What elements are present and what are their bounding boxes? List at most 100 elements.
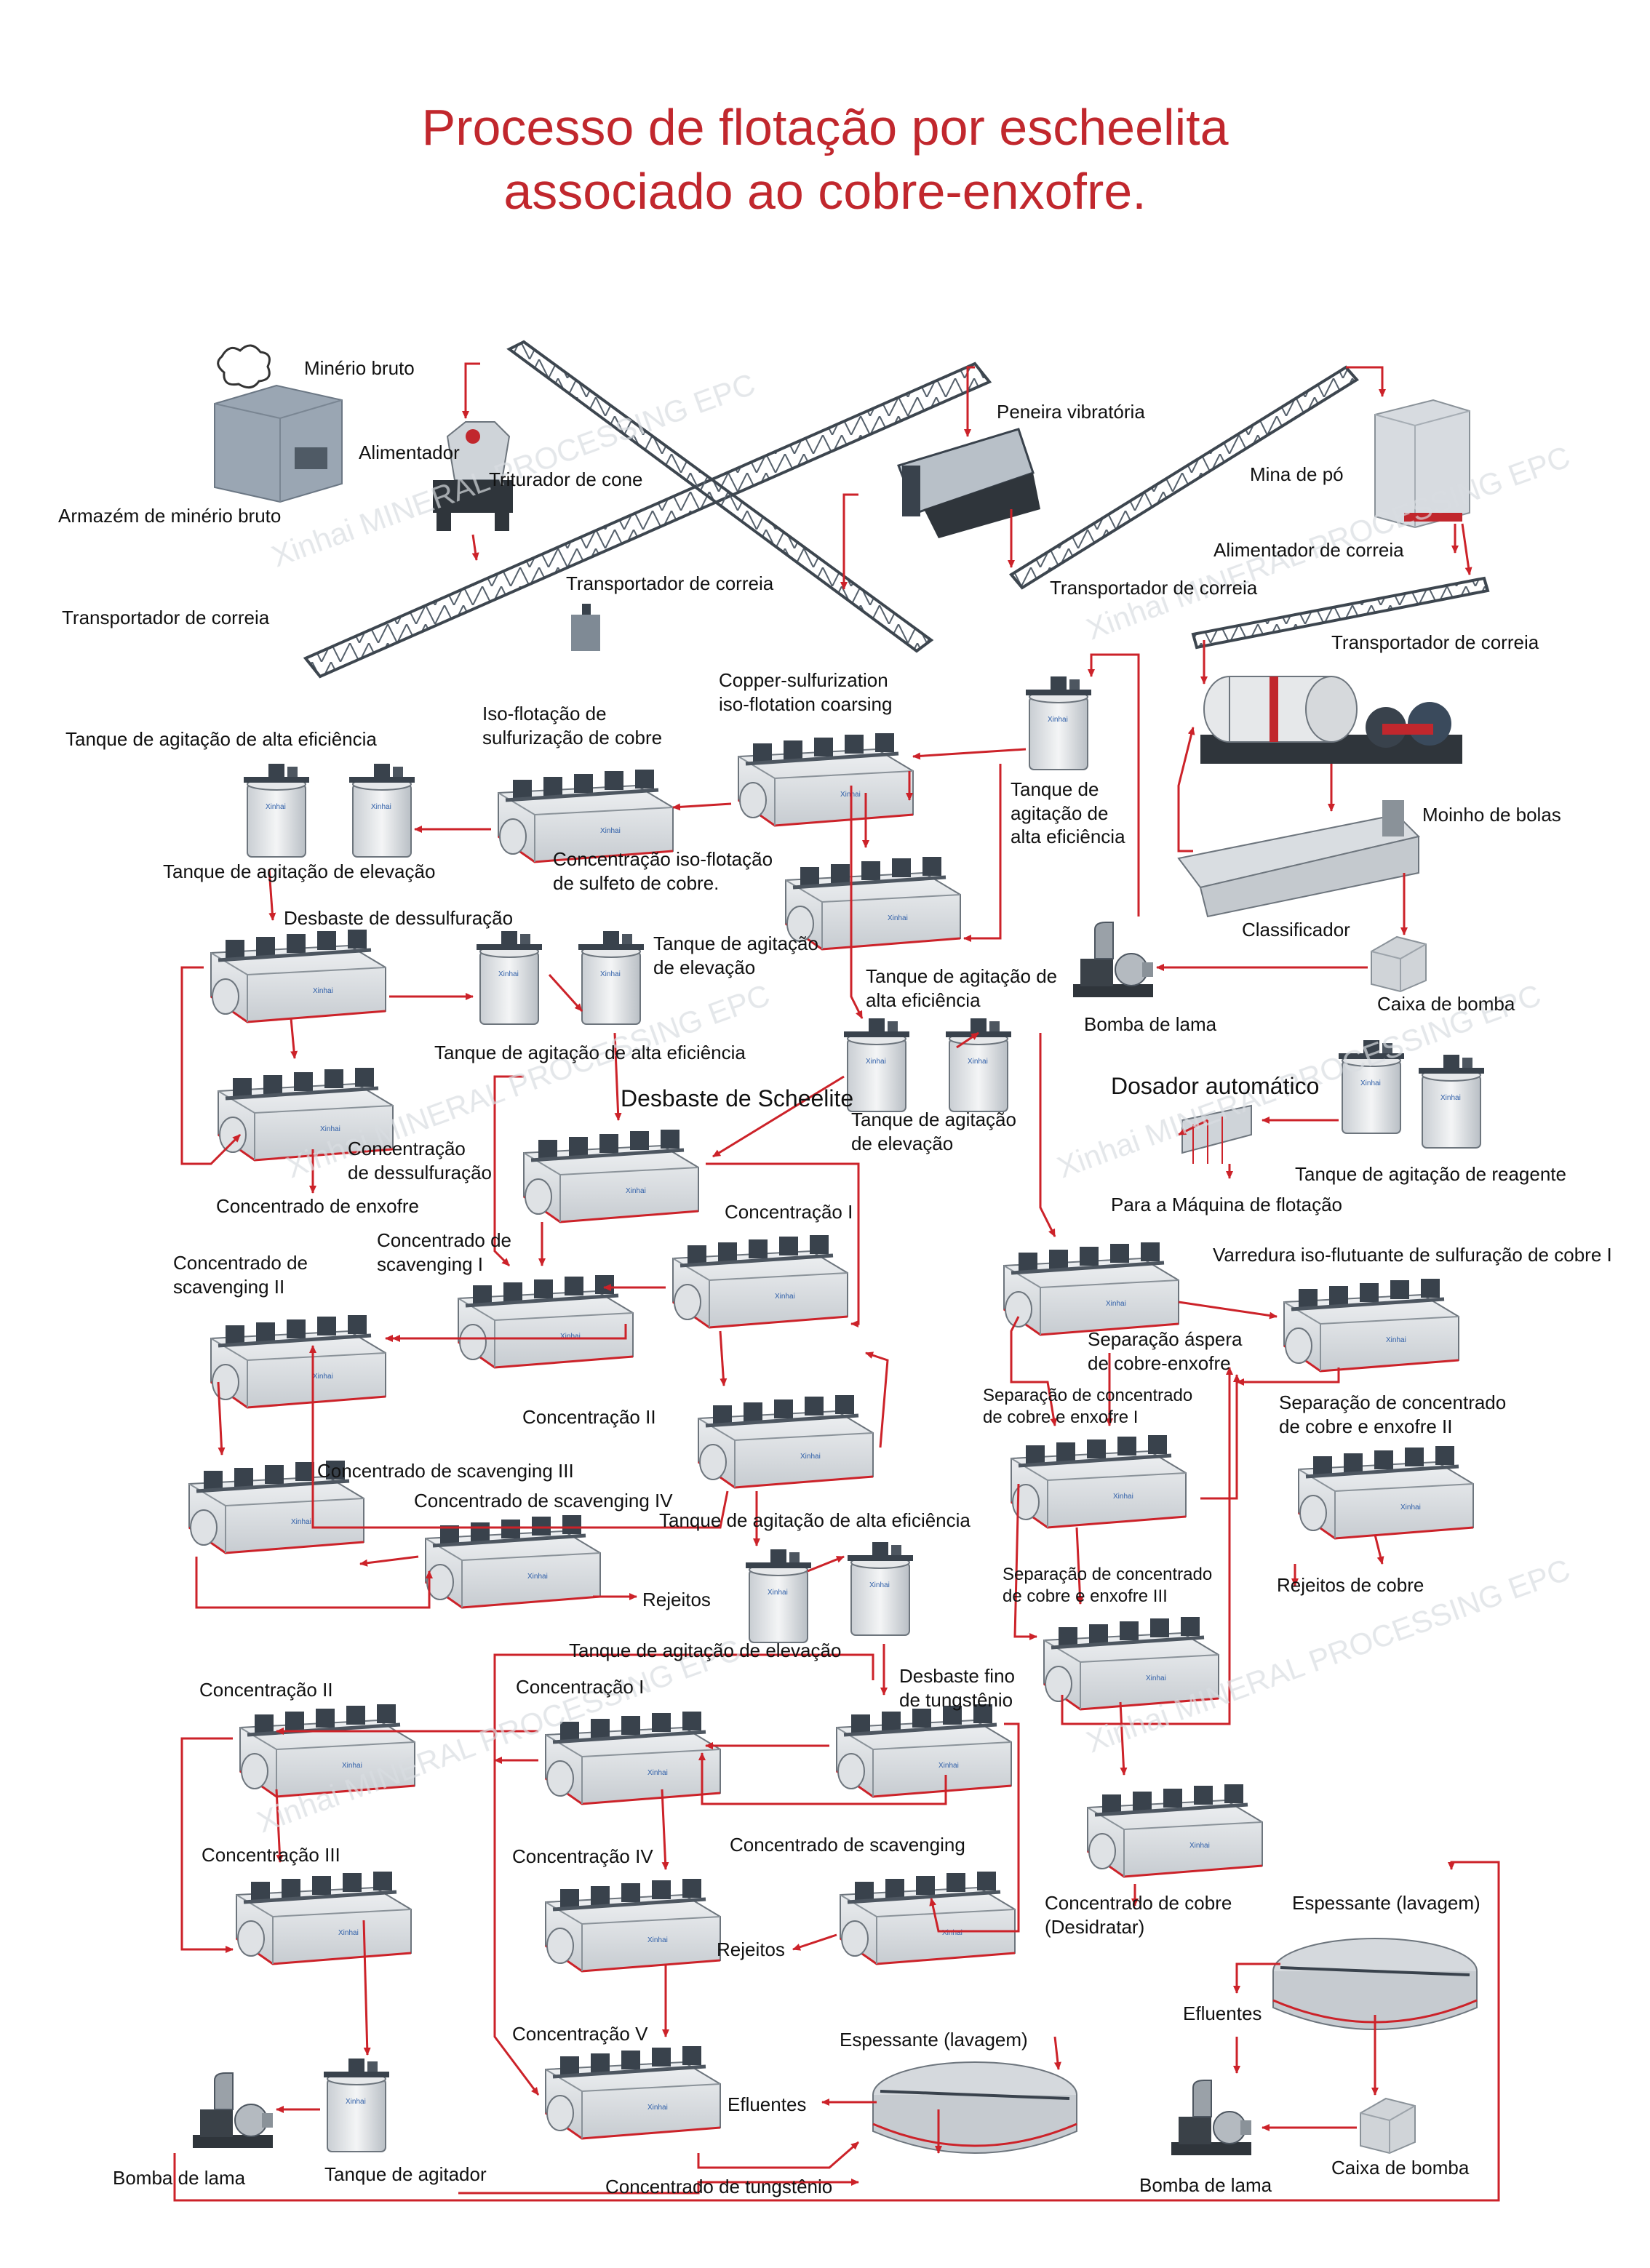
label-he-tank-3: Tanque de agitação de alta eficiência <box>866 965 1057 1012</box>
label-conc-III-b: Concentração III <box>202 1844 340 1866</box>
label-agitation-tank-1-l1: Tanque de <box>1011 778 1099 800</box>
page-title-line-1: Processo de flotação por escheelita <box>421 99 1229 156</box>
label-scav-conc-b: Concentrado de scavenging <box>730 1834 965 1856</box>
flot-conc-II-icon <box>698 1395 873 1488</box>
belt-conveyor-x-1 <box>303 362 992 679</box>
label-cu-conc-l2: (Desidratar) <box>1045 1915 1145 1938</box>
label-conc-iso-l1: Concentração iso-flotação <box>553 848 773 870</box>
label-he-tank-4: Tanque de agitação de alta eficiência <box>659 1509 971 1531</box>
belt-conveyor-4 <box>1191 576 1490 650</box>
label-belt-conveyor-1: Transportador de correia <box>62 607 270 628</box>
label-scav-conc-III: Concentrado de scavenging III <box>317 1460 574 1482</box>
label-thickener-1: Espessante (lavagem) <box>1292 1892 1480 1914</box>
label-desulf-conc-l1: Concentração <box>348 1138 466 1159</box>
label-cu-s-coarsing-l2: iso-flotation coarsing <box>719 692 893 715</box>
label-iso-flot-cu: Iso-flotação de sulfurização de cobre <box>482 702 662 749</box>
label-he-tank-3-l1: Tanque de agitação de <box>866 965 1058 987</box>
he-tank-2a-icon <box>476 930 543 1025</box>
label-auto-doser: Dosador automático <box>1111 1073 1320 1099</box>
flow-arrows <box>173 362 1500 2202</box>
label-sep-cu-s-I-l1: Separação de concentrado <box>983 1386 1193 1405</box>
flot-cu-s-scav-icon <box>1284 1279 1459 1371</box>
raw-ore-icon <box>217 344 271 389</box>
auto-doser-icon <box>1181 1104 1252 1164</box>
flot-scav-b-icon <box>840 1872 1015 1964</box>
label-lift-tank-3-l1: Tanque de agitação <box>851 1109 1016 1130</box>
label-desulf-conc: Concentração de dessulfuração <box>348 1137 492 1184</box>
label-cu-conc-l1: Concentrado de cobre <box>1045 1892 1232 1914</box>
label-w-fine-rough-l2: de tungstênio <box>899 1688 1013 1711</box>
label-conc-IV-b: Concentração IV <box>512 1845 653 1867</box>
label-cu-s-rough-sep-l1: Separação áspera <box>1088 1328 1243 1350</box>
label-reagent-tank: Tanque de agitação de reagente <box>1295 1163 1566 1185</box>
label-scav-conc-II: Concentrado de scavenging II <box>173 1251 308 1298</box>
raw-ore-storage-icon <box>214 384 343 503</box>
label-effluent-2: Efluentes <box>728 2093 807 2115</box>
label-pump-box-1: Caixa de bomba <box>1377 993 1515 1015</box>
flot-desulf-rough-icon <box>211 930 386 1022</box>
lift-tank-1a-icon <box>243 763 310 858</box>
cone-crusher-icon <box>433 421 513 531</box>
flot-scav-II-icon <box>211 1315 386 1407</box>
label-lift-tank-3-l2: de elevação <box>851 1132 954 1154</box>
flot-w-fine-rough-icon <box>837 1704 1011 1797</box>
reagent-tank-b-icon <box>1418 1054 1485 1149</box>
label-scav-conc-I-l1: Concentrado de <box>377 1229 512 1251</box>
label-sep-cu-s-I-l2: de cobre e enxofre I <box>983 1407 1139 1427</box>
label-sep-cu-s-I: Separação de concentrado de cobre e enxo… <box>983 1385 1192 1429</box>
lift-tank-1b-icon <box>348 763 415 858</box>
lift-tank-3b-icon <box>945 1018 1012 1112</box>
flot-cu-conc-icon <box>1088 1784 1262 1877</box>
label-tailings-1: Rejeitos <box>642 1589 711 1610</box>
flot-sep-cu-s-II-icon <box>1299 1446 1473 1538</box>
flot-scav-I-icon <box>458 1275 633 1367</box>
label-raw-ore: Minério bruto <box>304 357 415 379</box>
label-belt-conveyor-2: Transportador de correia <box>566 572 774 594</box>
label-scav-conc-I-l2: scavenging I <box>377 1253 483 1275</box>
label-conc-iso: Concentração iso-flotação de sulfeto de … <box>553 847 773 895</box>
vibrating-screen-icon <box>897 428 1040 538</box>
thickener-1-icon <box>1272 1938 1478 2030</box>
belt-conveyor-3 <box>1008 365 1360 590</box>
label-cu-s-coarsing-l1: Copper-sulfurization <box>719 669 888 691</box>
label-desulf-conc-l2: de dessulfuração <box>348 1161 493 1183</box>
he-tank-2b-icon <box>578 930 645 1025</box>
flot-cu-s-coarsing-icon <box>738 733 913 826</box>
label-conc-II-b: Concentração II <box>199 1679 333 1701</box>
label-scav-conc-I: Concentrado de scavenging I <box>377 1229 511 1276</box>
label-sep-cu-s-II: Separação de concentrado de cobre e enxo… <box>1279 1391 1506 1438</box>
label-agitator-tank: Tanque de agitador <box>324 2163 487 2185</box>
slurry-pump-3-icon <box>1171 2080 1252 2156</box>
agitator-tank-icon <box>323 2058 390 2152</box>
slurry-pump-2-icon <box>192 2072 274 2149</box>
label-effluent-1: Efluentes <box>1183 2003 1262 2024</box>
label-cu-s-coarsing: Copper-sulfurization iso-flotation coars… <box>719 668 892 716</box>
label-belt-conveyor-4: Transportador de correia <box>1331 631 1539 653</box>
label-classifier: Classificador <box>1242 919 1350 941</box>
label-iso-flot-cu-l2: sulfurização de cobre <box>482 726 663 748</box>
label-belt-feeder: Alimentador de correia <box>1213 539 1404 561</box>
label-sep-cu-s-III-l1: Separação de concentrado <box>1003 1565 1213 1584</box>
label-conc-II: Concentração II <box>522 1406 656 1428</box>
label-cu-s-rough-sep: Separação áspera de cobre-enxofre <box>1088 1327 1242 1375</box>
label-cone-crusher: Triturador de cone <box>489 468 643 490</box>
label-lift-tank-1: Tanque de agitação de elevação <box>163 861 436 882</box>
label-he-tank-2: Tanque de agitação de alta eficiência <box>434 1042 746 1063</box>
label-sep-cu-s-III-l2: de cobre e enxofre III <box>1003 1586 1168 1606</box>
label-slurry-pump-2: Bomba de lama <box>113 2167 246 2189</box>
label-conc-I: Concentração I <box>725 1201 853 1223</box>
label-to-flotation: Para a Máquina de flotação <box>1111 1194 1342 1215</box>
label-powder-mine: Mina de pó <box>1250 463 1344 485</box>
label-iso-flot-cu-l1: Iso-flotação de <box>482 703 607 724</box>
powder-mine-icon <box>1374 399 1470 529</box>
label-sep-cu-s-II-l2: de cobre e enxofre II <box>1279 1415 1453 1437</box>
label-agitation-tank-1-l2: agitação de <box>1011 802 1109 824</box>
label-scav-conc-II-l2: scavenging II <box>173 1275 285 1298</box>
hopper-icon <box>571 604 600 651</box>
label-tailings-2: Rejeitos <box>717 1938 785 1960</box>
label-desulf-rough: Desbaste de dessulfuração <box>284 907 514 929</box>
label-slurry-pump-1: Bomba de lama <box>1084 1013 1217 1035</box>
flot-conc-IV-b-icon <box>546 1879 720 1971</box>
label-cu-s-scav: Varredura iso-flutuante de sulfuração de… <box>1213 1244 1612 1266</box>
